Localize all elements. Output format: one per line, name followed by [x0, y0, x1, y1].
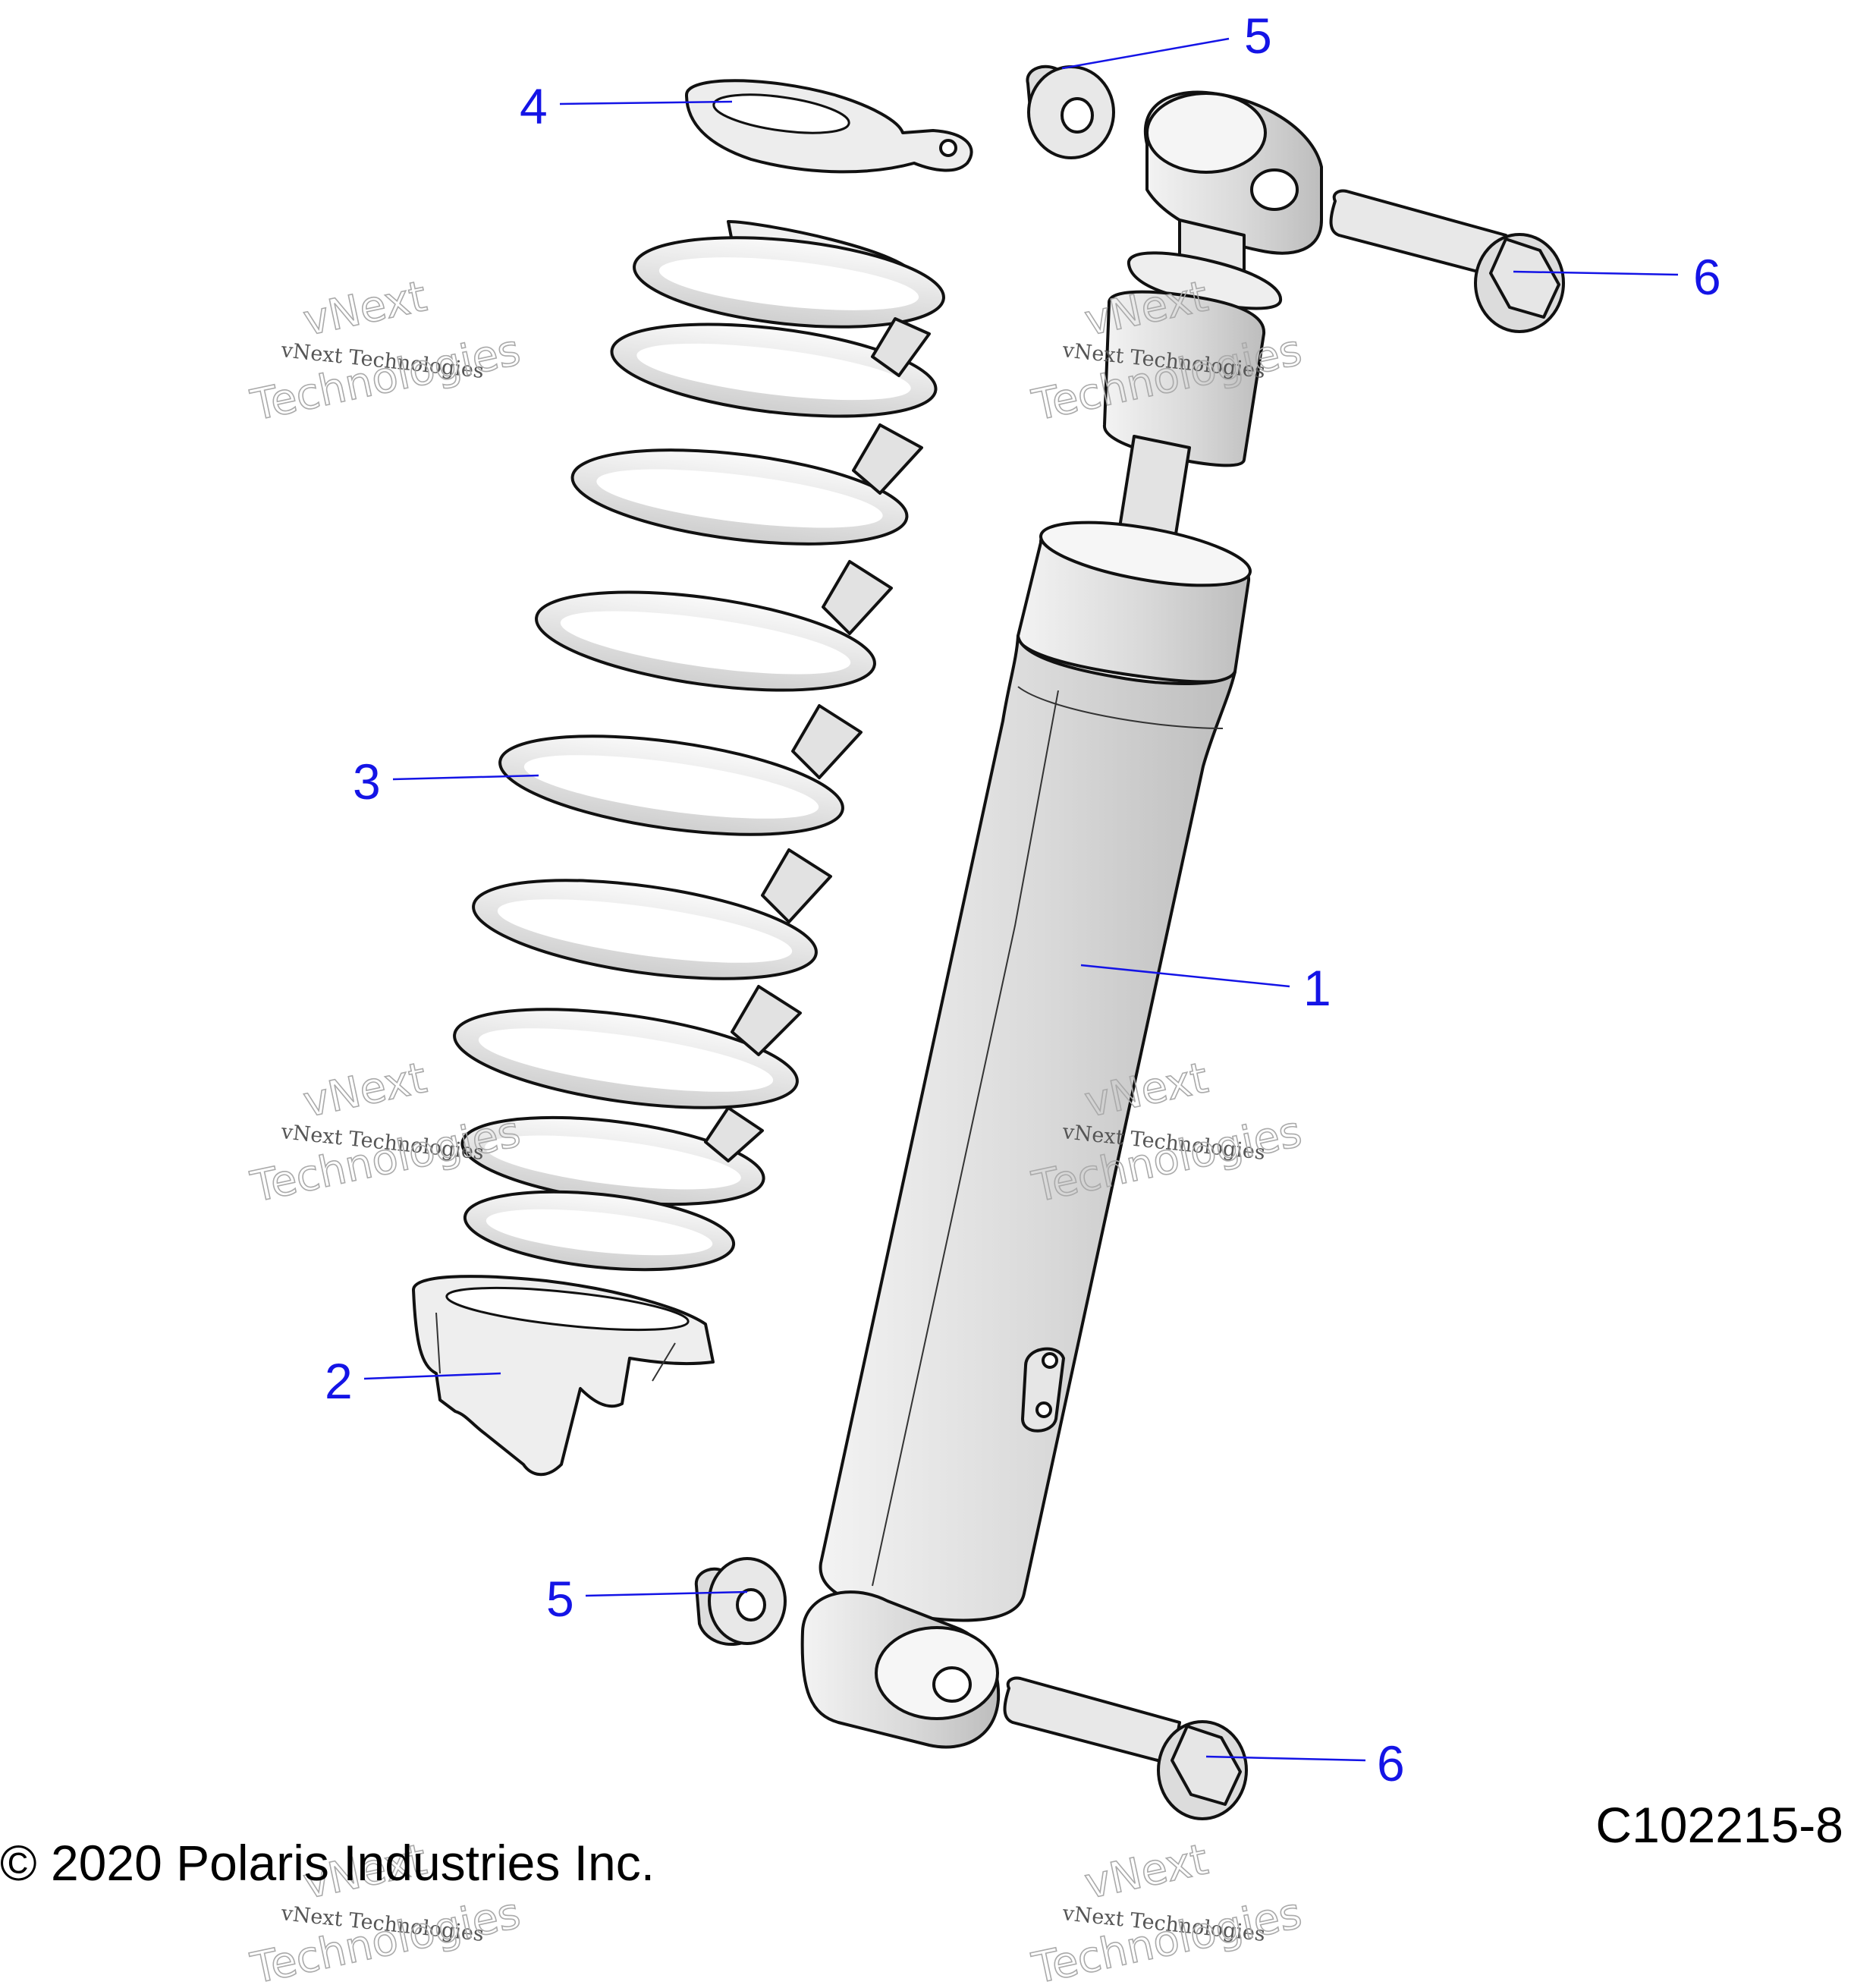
spring-retainer	[685, 79, 973, 174]
watermark-1: vNext vNext Technologies Technologies	[246, 271, 525, 431]
svg-text:vNext: vNext	[1080, 1835, 1212, 1909]
leader-1	[1080, 964, 1290, 988]
watermark-6: vNext vNext Technologies Technologies	[1027, 1834, 1306, 1988]
bolt-upper	[1329, 189, 1565, 333]
callout-2: 2	[325, 1353, 353, 1409]
callout-3: 3	[353, 753, 381, 810]
bushing-upper	[1026, 64, 1115, 159]
callout-labels: 1 2 3 4 5 5 6 6	[325, 8, 1721, 1791]
svg-text:vNext: vNext	[299, 1053, 431, 1128]
watermark-3: vNext vNext Technologies Technologies	[246, 1052, 525, 1213]
leader-lines	[363, 37, 1679, 1762]
bushing-lower	[694, 1557, 787, 1647]
leader-5-bottom	[585, 1590, 748, 1597]
leader-5-top	[1061, 37, 1230, 70]
callout-4: 4	[520, 78, 548, 134]
shock-absorber	[800, 90, 1323, 1749]
callout-5-top: 5	[1244, 8, 1272, 64]
spring-seat	[412, 1275, 715, 1477]
leader-3	[392, 774, 539, 781]
leader-4	[559, 100, 733, 105]
svg-text:vNext: vNext	[299, 272, 431, 346]
leader-6-bottom	[1205, 1755, 1366, 1762]
callout-6-bottom: 6	[1377, 1735, 1405, 1791]
leader-2	[363, 1372, 501, 1380]
callout-1: 1	[1303, 960, 1331, 1016]
callout-6-top: 6	[1693, 249, 1721, 305]
callout-5-bottom: 5	[546, 1571, 574, 1627]
copyright-text: © 2020 Polaris Industries Inc.	[0, 1835, 655, 1891]
leader-6-top	[1513, 270, 1679, 276]
drawing-number: C102215-8	[1595, 1797, 1843, 1853]
bolt-lower	[1003, 1676, 1248, 1820]
coil-spring	[453, 220, 945, 1272]
